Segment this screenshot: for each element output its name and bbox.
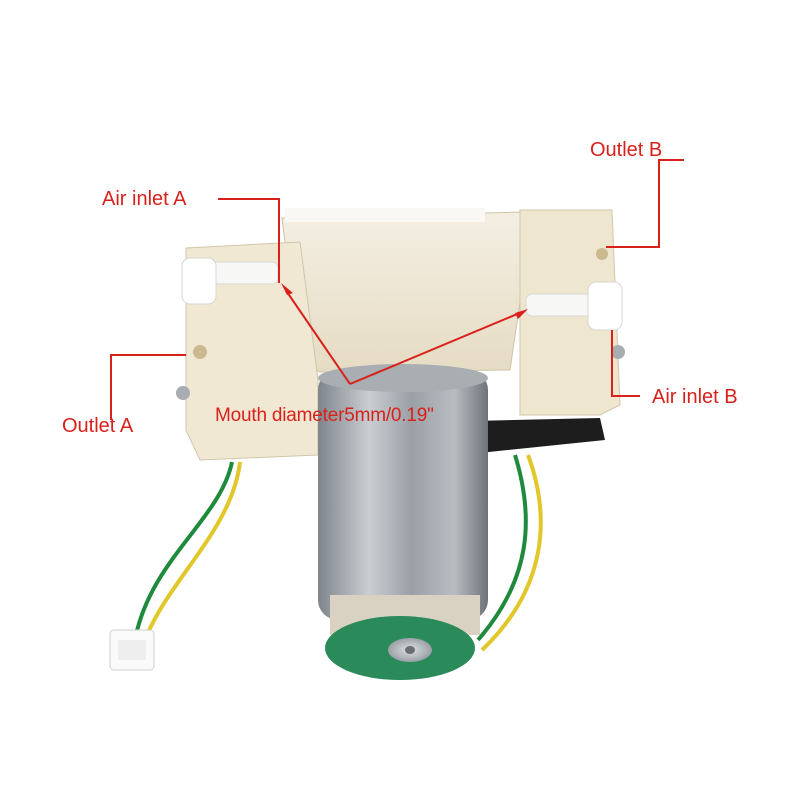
motor-top [318,364,488,392]
outlet-a-label: Outlet A [62,415,134,437]
mouth-diameter-label: Mouth diameter5mm/0.19" [215,405,434,426]
outlet-b-leader [606,159,684,248]
mouth-leader-a [286,291,351,385]
outlet-a-hole [193,345,207,359]
wire-yellow-left [143,461,242,641]
wire-green-left [133,461,234,641]
outlet-b-label: Outlet B [590,139,663,161]
air-inlet-a-fitting [181,257,279,305]
air-inlet-b-label: Air inlet B [652,386,738,408]
air-inlet-a-label: Air inlet A [102,188,187,210]
air-inlet-a-leader [218,198,280,283]
annotation-lines [110,159,684,420]
outlet-a-leader [110,354,186,420]
arrowhead-b [515,309,528,319]
mouth-leader-b [349,311,523,385]
wire-yellow-right [480,454,543,652]
motor-can [318,370,488,620]
air-inlet-b-fitting [525,281,623,331]
right-screw [611,345,625,359]
left-screw [176,386,190,400]
arrowhead-a [281,283,293,295]
motor-shaft [405,646,415,654]
wire-green-right [476,454,528,642]
annotation-arrowheads [281,283,528,319]
pump-top-ridge [285,208,485,222]
outlet-b-hole [596,248,608,260]
air-inlet-b-leader [611,330,640,397]
